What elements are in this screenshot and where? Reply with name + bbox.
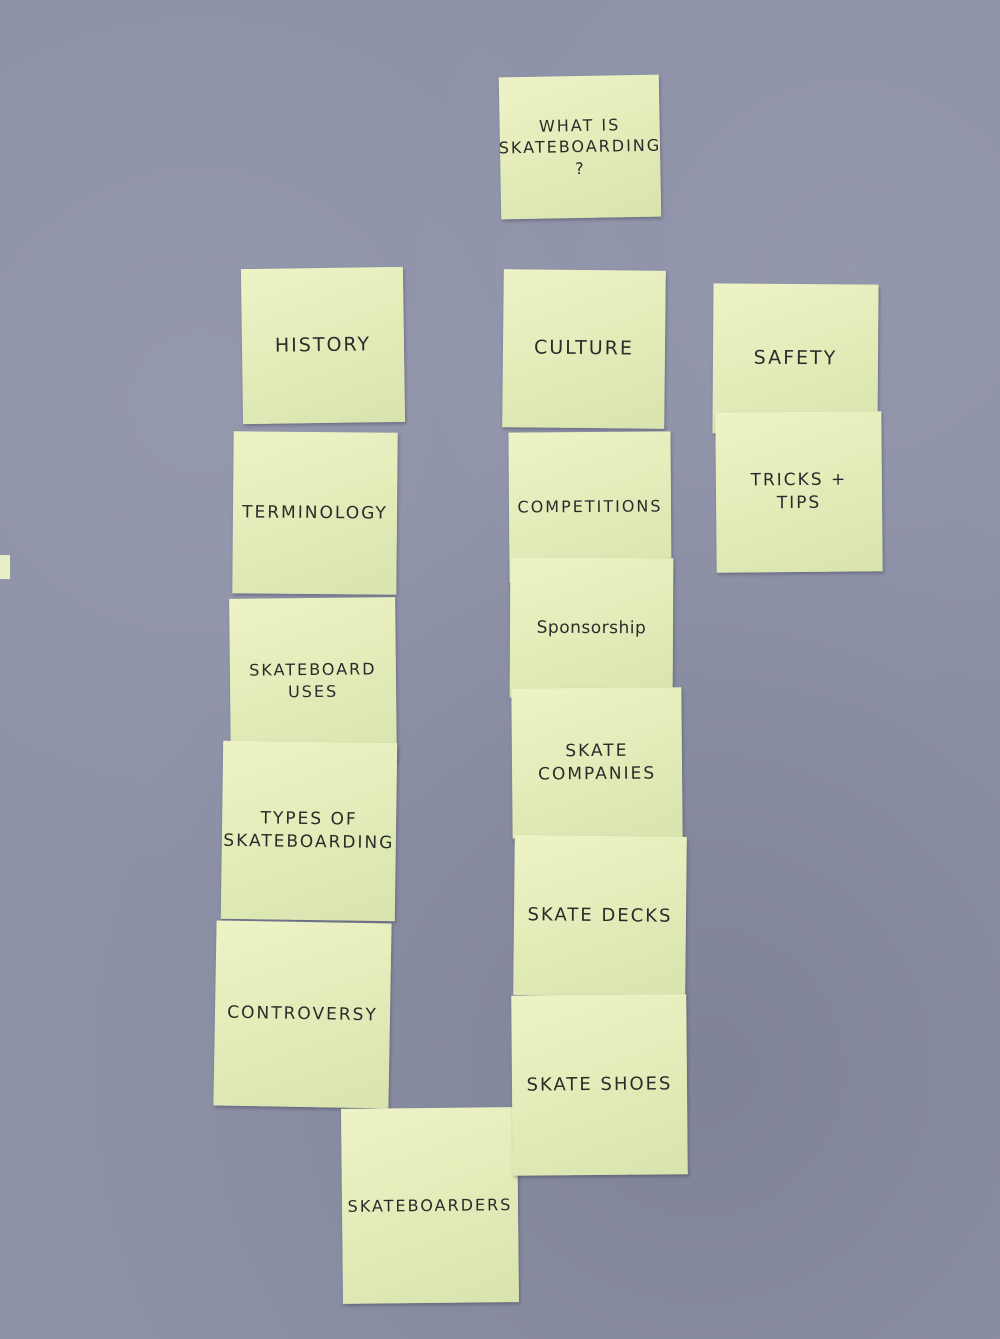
note-sponsorship[interactable]: Sponsorship [509, 557, 674, 699]
note-skateboard-uses[interactable]: Skateboard uses [229, 597, 397, 764]
note-label: Skate Companies [538, 740, 657, 785]
note-label: Terminology [242, 501, 388, 524]
note-label: History [274, 333, 372, 357]
note-label: Types of Skateboarding [223, 808, 395, 854]
note-skate-companies[interactable]: Skate Companies [511, 687, 683, 839]
note-label: Sponsorship [536, 617, 647, 638]
note-label: Competitions [517, 496, 663, 517]
note-label: Skate Shoes [526, 1073, 673, 1096]
note-label: Tricks + Tips [750, 469, 848, 514]
note-types-of-skateboarding[interactable]: Types of Skateboarding [220, 740, 398, 922]
note-label: What is Skateboarding ? [498, 114, 662, 178]
note-label: Skateboarders [347, 1194, 513, 1216]
note-skate-shoes[interactable]: Skate Shoes [511, 994, 688, 1176]
note-label: Safety [753, 346, 838, 370]
note-controversy[interactable]: Controversy [213, 920, 392, 1109]
note-skateboarders[interactable]: Skateboarders [340, 1107, 520, 1304]
note-terminology[interactable]: Terminology [232, 431, 398, 595]
note-skate-decks[interactable]: Skate Decks [513, 835, 687, 997]
note-what-is-skateboarding[interactable]: What is Skateboarding ? [498, 74, 662, 220]
note-label: Controversy [227, 1002, 378, 1026]
note-history[interactable]: History [240, 266, 406, 425]
note-tricks-tips[interactable]: Tricks + Tips [715, 411, 883, 573]
partial-note-edge [0, 555, 10, 579]
note-label: Culture [533, 336, 635, 360]
note-label: Skate Decks [527, 904, 673, 927]
note-culture[interactable]: Culture [502, 269, 666, 429]
note-label: Skateboard uses [249, 659, 377, 701]
